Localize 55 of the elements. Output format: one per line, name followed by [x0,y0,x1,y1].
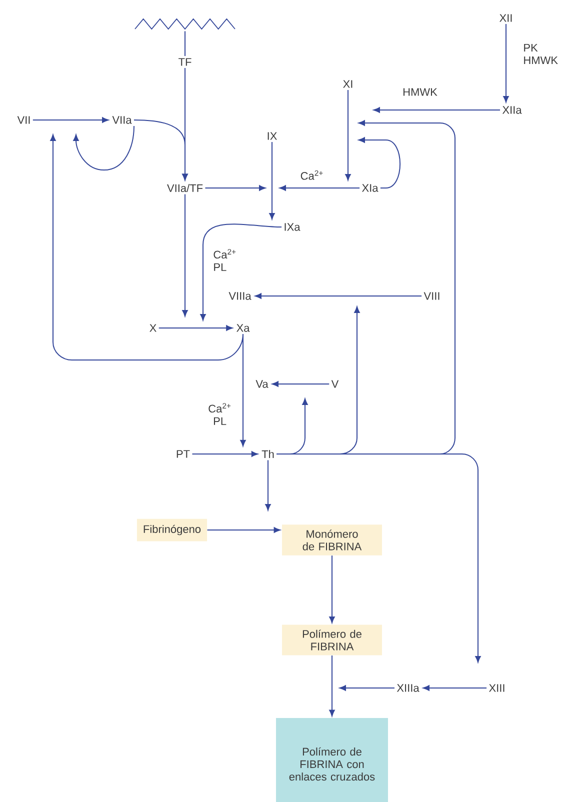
factor-label: V [331,380,339,388]
factor-label: VIII [424,292,440,300]
factor-label: VIIa [112,116,132,124]
arrow [73,126,134,170]
arrow [240,334,246,446]
product-box: Fibrinógeno [136,518,208,542]
arrow [206,527,280,533]
arrow [329,555,335,624]
arrow [422,685,488,691]
factor-label: XIII [489,684,504,692]
arrow [358,137,401,188]
arrow [182,68,188,180]
edge-label: PK HMWK [524,44,558,64]
arrow [339,685,395,691]
arrow [158,325,233,331]
factor-label: Va [256,380,268,388]
factor-label: Th [262,450,274,458]
arrow [329,655,335,716]
factor-label: XIIIa [396,684,420,692]
factor-label: XIIa [502,106,522,114]
arrow [276,454,481,663]
product-box: Polímero de FIBRINA con enlaces cruzados [276,718,388,802]
arrow [272,381,330,387]
edge-label: Ca$^{2+}$ PL [208,403,231,425]
product-box: Polímero de FIBRINA [282,624,382,656]
arrow [345,90,351,181]
arrow [373,107,501,113]
factor-label: IXa [284,223,300,231]
factor-label: VIIIa [228,292,252,300]
membrane-drawing [134,18,236,30]
arrow [182,194,188,317]
arrow [192,451,258,457]
edge-label: HMWK [404,88,438,96]
arrow [269,142,275,220]
edge-label: Ca$^{2+}$ PL [214,249,236,271]
factor-label: XIa [362,184,378,192]
factor-label: Xa [236,324,250,332]
arrow [503,24,509,103]
factor-label: VII [17,116,30,124]
arrow [32,117,109,123]
arrow [279,185,360,191]
arrow [254,293,422,299]
arrow [200,224,282,321]
factor-label: IX [268,132,277,140]
arrow [50,134,244,360]
factor-label: PT [176,450,190,458]
factor-label: XI [343,80,352,88]
product-box: Monómero de FIBRINA [282,524,382,556]
arrow [204,185,266,191]
arrow [265,460,271,511]
factor-label: XII [500,14,512,22]
factor-label: VIIa/TF [167,184,203,192]
edge-label: Ca$^{2+}$ [300,170,323,180]
factor-label: TF [178,58,192,66]
factor-label: X [150,324,156,332]
